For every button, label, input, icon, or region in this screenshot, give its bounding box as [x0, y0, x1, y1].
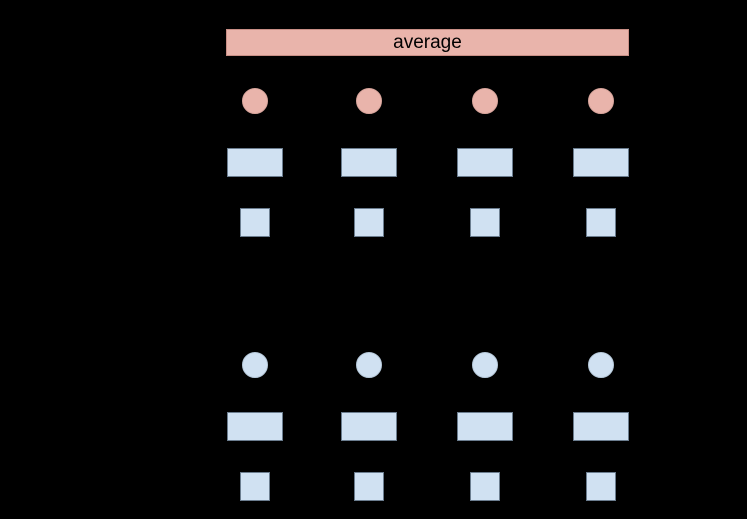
node-pink-circle-1[interactable] — [242, 88, 268, 114]
node-blue-circle-1[interactable] — [242, 352, 268, 378]
node-lower-square-4[interactable] — [586, 472, 616, 501]
node-upper-wide-rect-1[interactable] — [227, 148, 283, 177]
average-group-bar[interactable]: average — [226, 29, 629, 56]
node-upper-square-3[interactable] — [470, 208, 500, 237]
node-lower-wide-rect-2[interactable] — [341, 412, 397, 441]
node-lower-wide-rect-1[interactable] — [227, 412, 283, 441]
node-upper-square-1[interactable] — [240, 208, 270, 237]
node-lower-wide-rect-4[interactable] — [573, 412, 629, 441]
node-lower-square-1[interactable] — [240, 472, 270, 501]
node-lower-square-3[interactable] — [470, 472, 500, 501]
node-blue-circle-2[interactable] — [356, 352, 382, 378]
node-pink-circle-4[interactable] — [588, 88, 614, 114]
node-upper-wide-rect-3[interactable] — [457, 148, 513, 177]
node-lower-wide-rect-3[interactable] — [457, 412, 513, 441]
node-pink-circle-2[interactable] — [356, 88, 382, 114]
node-blue-circle-3[interactable] — [472, 352, 498, 378]
node-blue-circle-4[interactable] — [588, 352, 614, 378]
node-upper-wide-rect-2[interactable] — [341, 148, 397, 177]
node-pink-circle-3[interactable] — [472, 88, 498, 114]
node-upper-square-4[interactable] — [586, 208, 616, 237]
node-upper-wide-rect-4[interactable] — [573, 148, 629, 177]
node-lower-square-2[interactable] — [354, 472, 384, 501]
node-upper-square-2[interactable] — [354, 208, 384, 237]
average-group-label: average — [393, 32, 462, 53]
